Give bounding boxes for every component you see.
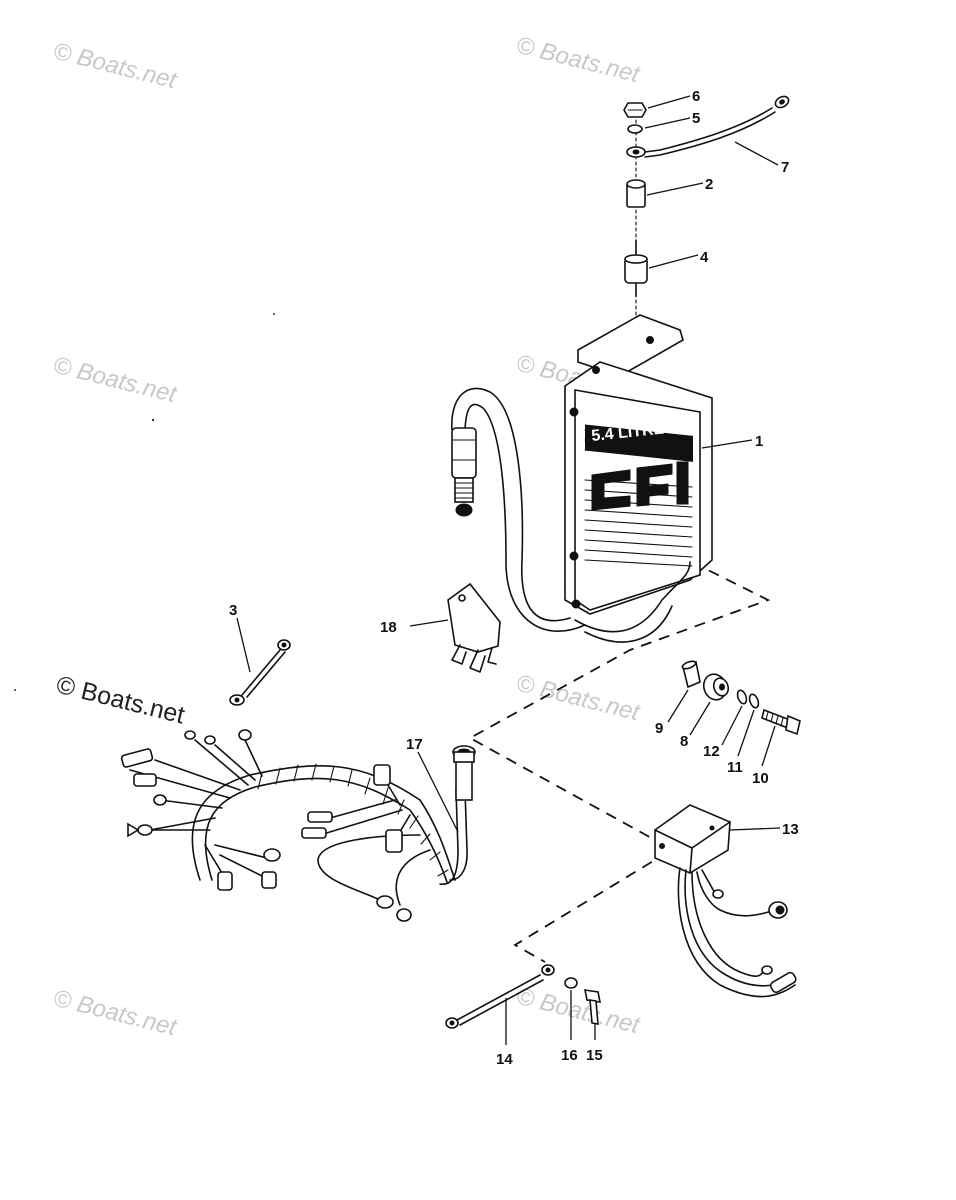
module-harness <box>451 387 691 643</box>
wiring-harness <box>120 729 476 922</box>
watermark: © Boats.net <box>51 352 181 409</box>
watermark: © Boats.net <box>514 983 644 1040</box>
watermark: © Boats.net <box>51 985 181 1042</box>
callout-1: 1 <box>755 433 763 450</box>
callout-17: 17 <box>406 736 423 753</box>
mount-hardware <box>681 660 801 736</box>
ground-lead <box>445 964 555 1029</box>
callout-2: 2 <box>705 176 713 193</box>
callout-15: 15 <box>586 1047 603 1064</box>
hex-nut <box>623 102 647 118</box>
watermark: © Boats.net <box>514 32 644 89</box>
grommet <box>702 673 730 701</box>
screw <box>761 708 801 736</box>
assembly-lines <box>468 561 771 963</box>
connector-plug <box>451 427 477 517</box>
ground-wire <box>229 639 291 706</box>
watermarks: © Boats.net © Boats.net © Boats.net © Bo… <box>51 32 644 1042</box>
callout-12: 12 <box>703 743 720 760</box>
callout-16: 16 <box>561 1047 578 1064</box>
callout-3: 3 <box>229 602 237 619</box>
callout-11: 11 <box>727 759 743 776</box>
callout-6: 6 <box>692 88 700 105</box>
callout-7: 7 <box>781 159 789 176</box>
bolt <box>583 989 602 1025</box>
bracket <box>447 582 501 673</box>
cdi-module: 5.4 LITRE <box>564 314 713 615</box>
ground-strap <box>626 95 790 158</box>
switch-box <box>654 804 797 998</box>
lock-washer <box>748 693 760 709</box>
mounting-stack <box>623 95 790 331</box>
watermark: © Boats.net <box>54 671 188 730</box>
cdi-logo <box>591 461 689 511</box>
callout-9: 9 <box>655 720 663 737</box>
callouts: 6 5 7 2 4 1 18 3 17 9 8 12 11 10 13 14 1 <box>229 88 799 1068</box>
callout-14: 14 <box>496 1051 513 1068</box>
callout-18: 18 <box>380 619 397 636</box>
watermark: © Boats.net <box>51 38 181 95</box>
callout-8: 8 <box>680 733 688 750</box>
washer <box>564 977 578 989</box>
spacer <box>626 179 646 208</box>
flat-washer <box>736 689 748 705</box>
callout-13: 13 <box>782 821 799 838</box>
callout-4: 4 <box>700 249 709 266</box>
lock-washer <box>627 124 643 134</box>
rubber-mount <box>624 239 648 297</box>
callout-10: 10 <box>752 770 769 787</box>
callout-5: 5 <box>692 110 700 127</box>
harness-terminals <box>120 729 281 891</box>
sleeve <box>681 660 701 689</box>
